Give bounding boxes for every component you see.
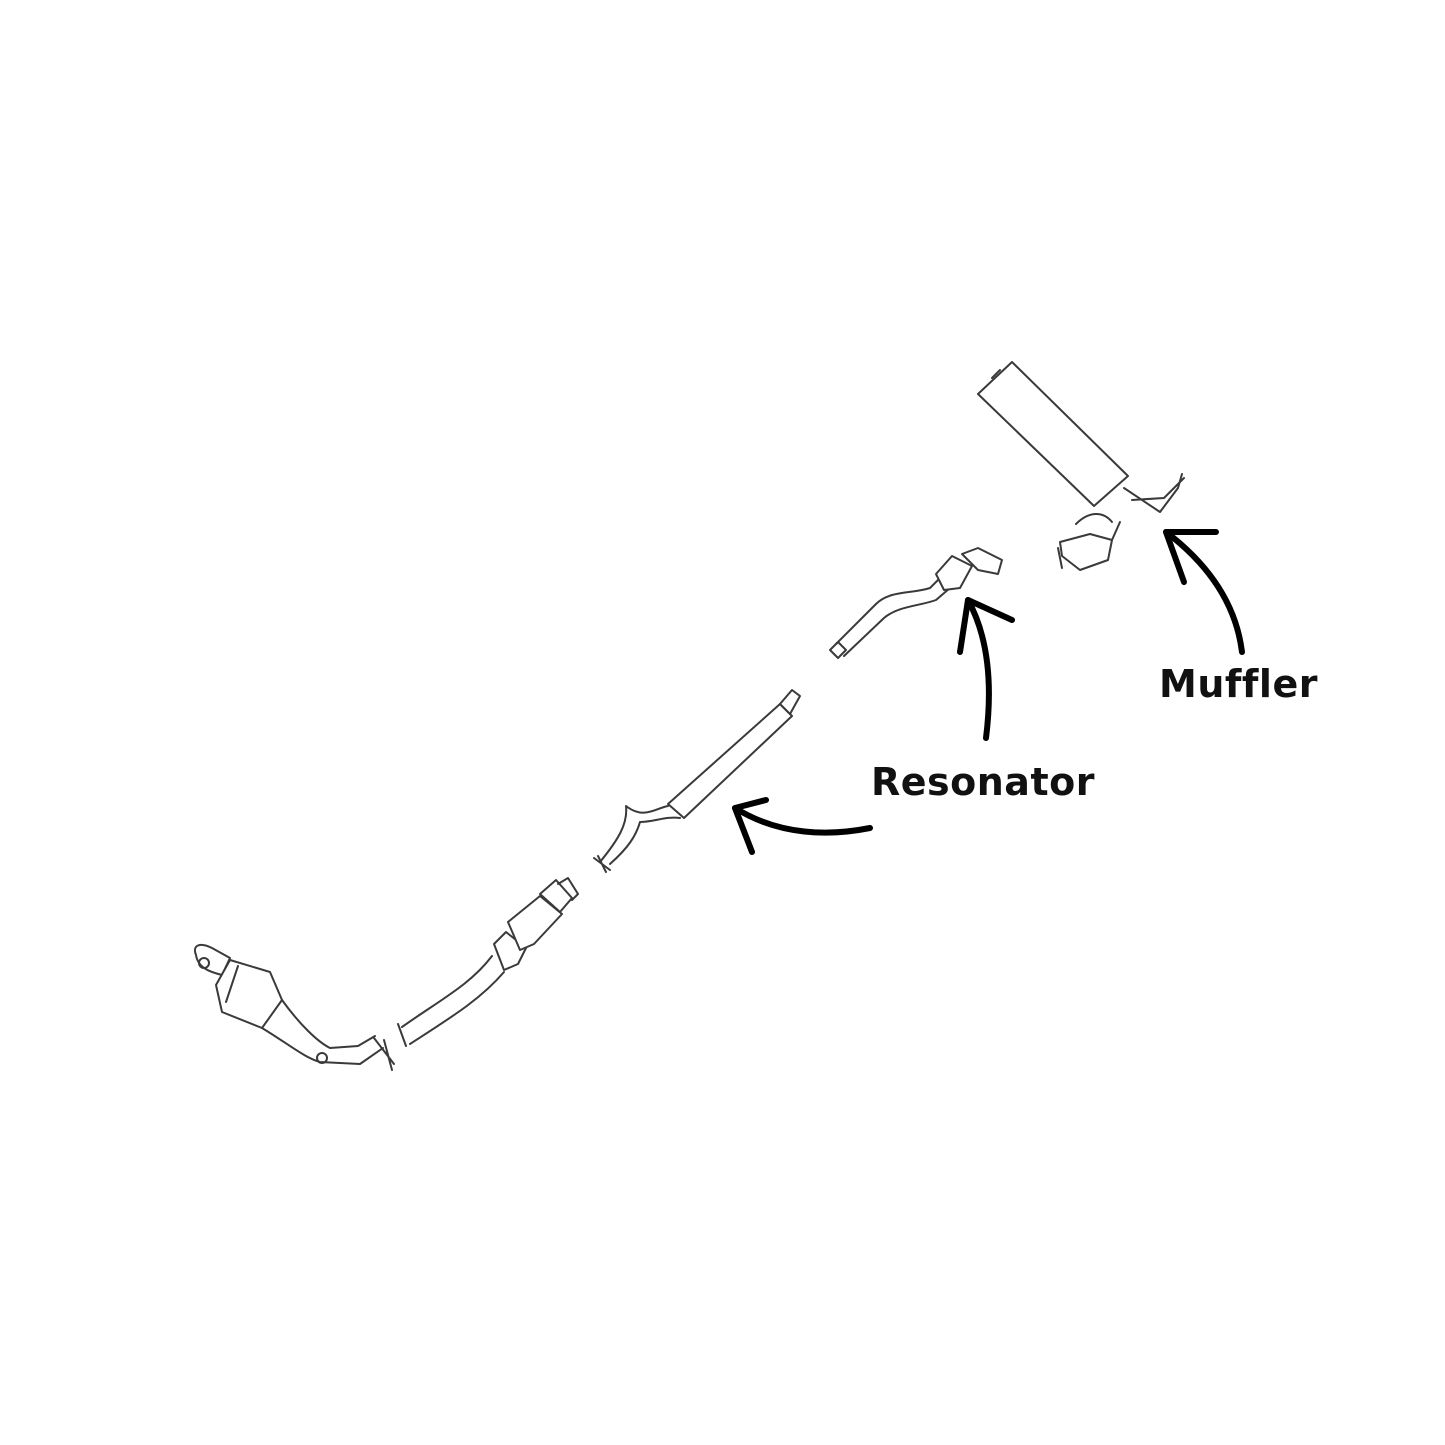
resonator-arrow-lower — [732, 797, 873, 855]
muffler-label: Muffler — [1159, 662, 1318, 706]
front-pipe-catalytic-converter — [194, 943, 395, 1071]
mid-pipe — [829, 547, 1003, 659]
intermediate-pipe-flex — [397, 877, 579, 1047]
muffler-arrow — [1163, 529, 1245, 655]
resonator-arrow-upper — [957, 597, 1015, 741]
resonator-pipe — [593, 689, 801, 873]
resonator-label: Resonator — [871, 760, 1095, 804]
muffler-assembly — [977, 361, 1185, 571]
